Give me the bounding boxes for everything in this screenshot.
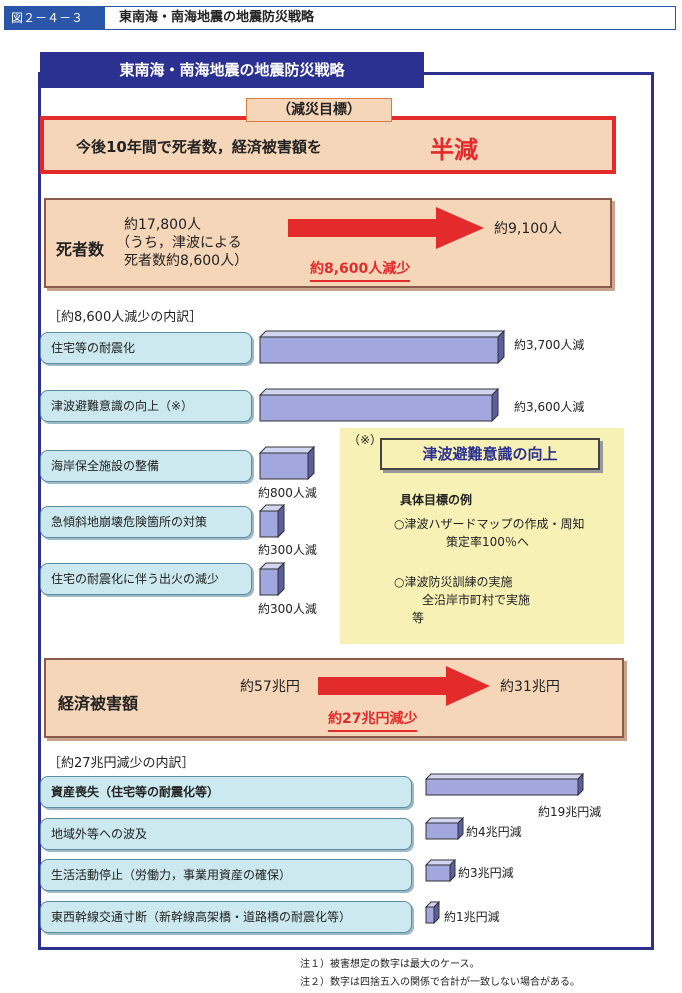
deaths-box <box>44 198 612 288</box>
figure-tag: 図２－４－３ <box>5 7 105 29</box>
economic-bar-3 <box>424 858 457 883</box>
economic-breakdown-title: ［約27兆円減少の内訳］ <box>48 756 195 771</box>
deaths-category-1: 住宅等の耐震化 <box>40 332 252 364</box>
deaths-label: 死者数 <box>56 240 105 259</box>
economic-bar-1 <box>424 772 585 797</box>
economic-value-label-3: 約3兆円減 <box>458 866 514 880</box>
note-title: 津波避難意識の向上 <box>380 438 600 470</box>
goal-text: 今後10年間で死者数，経済被害額を <box>76 138 322 156</box>
economic-bar-2 <box>424 816 465 841</box>
deaths-category-3: 海岸保全施設の整備 <box>40 450 252 482</box>
economic-category-4: 東西幹線交通寸断（新幹線高架橋・道路橋の耐震化等） <box>40 901 412 933</box>
note-item2-line2: 全沿岸市町村で実施 <box>422 593 531 607</box>
note-etc: 等 <box>412 611 425 625</box>
main-title: 東南海・南海地震の地震防災戦略 <box>40 52 424 88</box>
figure-header: 図２－４－３ 東南海・南海地震の地震防災戦略 <box>4 6 676 30</box>
deaths-bar-4 <box>258 503 286 539</box>
deaths-before-1: 約17,800人 <box>124 217 201 233</box>
deaths-bar-5 <box>258 561 286 597</box>
deaths-bar-1 <box>258 329 506 365</box>
deaths-category-4: 急傾斜地崩壊危険箇所の対策 <box>40 506 252 538</box>
deaths-category-2: 津波避難意識の向上（※） <box>40 390 252 422</box>
figure-title: 東南海・南海地震の地震防災戦略 <box>119 10 315 25</box>
deaths-after: 約9,100人 <box>494 221 563 237</box>
deaths-bars <box>258 329 506 597</box>
deaths-before-3: 死者数約8,600人） <box>124 253 249 269</box>
note-item1-line1: ○津波ハザードマップの作成・周知 <box>394 517 585 531</box>
note-item1-line2: 策定率100％へ <box>446 535 529 549</box>
economic-arrow-shape <box>318 666 490 706</box>
note-subtitle: 具体目標の例 <box>400 493 473 507</box>
deaths-bar-2 <box>258 387 500 423</box>
economic-category-3: 生活活動停止（労働力，事業用資産の確保） <box>40 859 412 891</box>
economic-bar-4 <box>424 900 441 925</box>
deaths-reduction: 約8,600人減少 <box>310 258 411 282</box>
economic-value-label-4: 約1兆円減 <box>444 910 500 924</box>
note-item2-line1: ○津波防災訓練の実施 <box>394 575 513 589</box>
deaths-arrow <box>288 207 484 249</box>
deaths-arrow-shape <box>288 207 484 249</box>
economic-value-label-2: 約4兆円減 <box>466 825 522 839</box>
note-mark: （※） <box>348 433 383 447</box>
economic-category-1: 資産喪失（住宅等の耐震化等） <box>40 776 412 808</box>
economic-category-2: 地域外等への波及 <box>40 818 412 850</box>
economic-arrow <box>318 666 490 706</box>
economic-box <box>44 658 624 738</box>
footnote-2: 注２）数字は四捨五入の関係で合計が一致しない場合がある。 <box>300 977 580 988</box>
deaths-value-label-5: 約300人減 <box>258 602 317 616</box>
economic-bars <box>424 772 585 925</box>
economic-after: 約31兆円 <box>500 679 560 695</box>
economic-value-label-1: 約19兆円減 <box>538 805 602 819</box>
deaths-breakdown-title: ［約8,600人減少の内訳］ <box>48 310 203 325</box>
economic-before: 約57兆円 <box>240 679 300 695</box>
deaths-value-label-4: 約300人減 <box>258 543 317 557</box>
deaths-value-label-2: 約3,600人減 <box>514 400 585 414</box>
goal-label: （減災目標） <box>246 98 392 122</box>
goal-emphasis: 半減 <box>430 136 478 164</box>
deaths-category-5: 住宅の耐震化に伴う出火の減少 <box>40 563 252 595</box>
economic-label: 経済被害額 <box>58 694 139 713</box>
deaths-value-label-1: 約3,700人減 <box>514 338 585 352</box>
deaths-bar-3 <box>258 445 316 481</box>
footnote-1: 注１）被害想定の数字は最大のケース。 <box>300 959 480 970</box>
economic-reduction: 約27兆円減少 <box>328 708 418 732</box>
deaths-before-2: （うち，津波による <box>116 235 242 251</box>
deaths-value-label-3: 約800人減 <box>258 486 317 500</box>
